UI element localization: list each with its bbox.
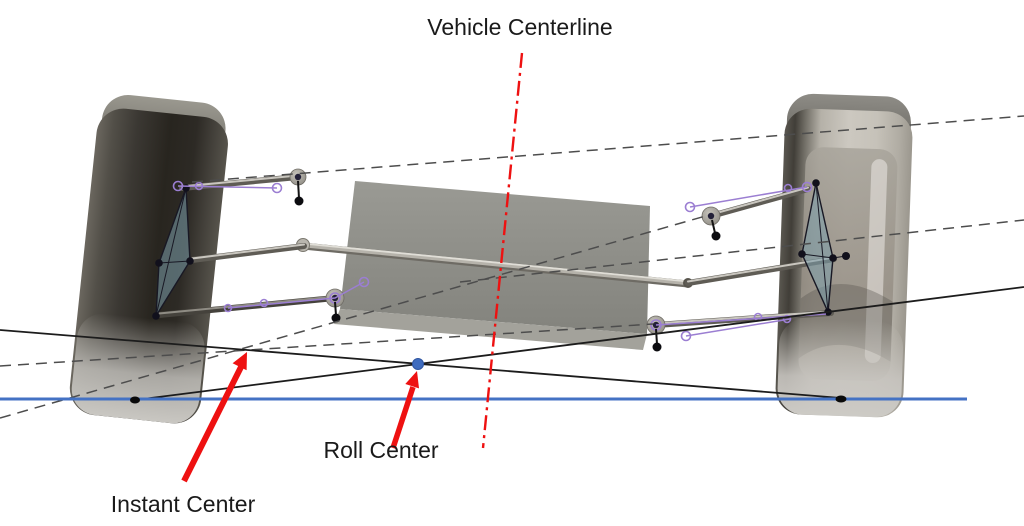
right-upper-arm-extension-line (0, 214, 710, 419)
right-tire (775, 93, 913, 418)
instant-center-label: Instant Center (110, 491, 256, 517)
right-tire-bottom-highlight (777, 318, 904, 418)
roll-center-label: Roll Center (323, 437, 439, 463)
right-wheel-rim-highlight (864, 159, 888, 364)
right-tire-contact-point (835, 395, 847, 403)
left-tie-rod (189, 243, 307, 263)
vehicle-centerline-line (481, 52, 524, 449)
left-lower-arm-sketch-highlight (223, 276, 370, 313)
left-upper-inner-pivot (289, 168, 307, 206)
left-upper-arm-extension-line (191, 115, 1024, 183)
chassis-plate-bottom-edge (334, 309, 647, 350)
right-upper-arm-sketch-highlight (684, 181, 813, 213)
vehicle-centerline-label: Vehicle Centerline (427, 14, 613, 40)
roll-center-arrow (390, 371, 419, 449)
left-tire-contact-point (130, 396, 140, 404)
right-upper-inner-pivot (701, 206, 721, 241)
left-contact-construction-line (134, 286, 1024, 401)
right-upper-control-arm (708, 186, 811, 219)
right-lower-arm-extension-line (0, 323, 654, 367)
instant-center-arrow (181, 352, 247, 483)
left-tire-bottom-highlight (71, 313, 205, 424)
chassis-plate-face (340, 181, 650, 334)
auxiliary-extension-line (459, 219, 1024, 283)
roll-center-point (412, 358, 424, 370)
chassis-plate (334, 181, 650, 350)
left-upper-arm-sketch-highlight (172, 180, 283, 194)
left-kingpin-axis-kite (152, 184, 194, 320)
